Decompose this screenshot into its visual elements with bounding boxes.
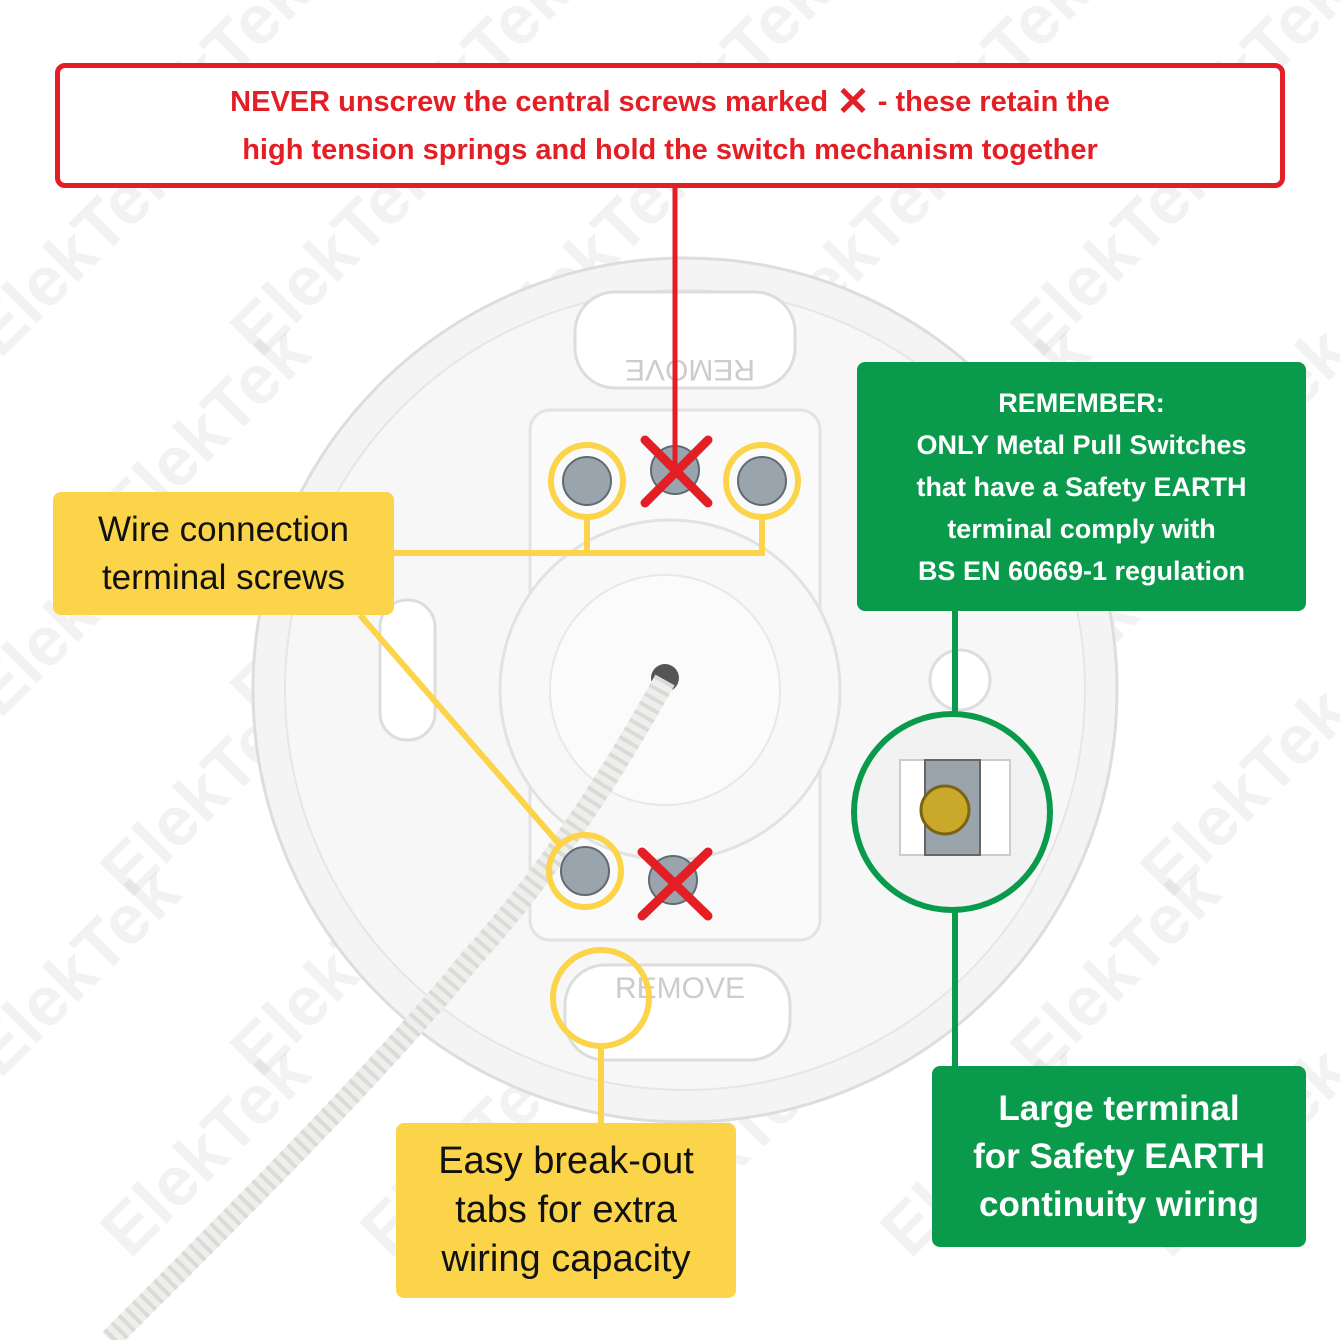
warning-banner: NEVER unscrew the central screws marked …	[55, 63, 1285, 188]
remember-note: REMEMBER: ONLY Metal Pull Switches that …	[857, 362, 1306, 611]
label-line: continuity wiring	[979, 1184, 1259, 1224]
label-line: BS EN 60669-1 regulation	[917, 555, 1246, 586]
embossed-remove-top: REMOVE	[625, 353, 755, 386]
earth-terminal-label: Large terminal for Safety EARTH continui…	[932, 1066, 1306, 1247]
x-mark-icon: ✕	[836, 79, 870, 124]
warning-text-1: NEVER unscrew the central screws marked	[230, 85, 829, 118]
break-out-tabs-label: Easy break-out tabs for extra wiring cap…	[396, 1123, 736, 1298]
label-line: Wire connection	[98, 509, 349, 549]
label-line: Easy break-out	[438, 1140, 694, 1182]
label-line: wiring capacity	[441, 1238, 691, 1280]
label-line: for Safety EARTH	[973, 1136, 1265, 1176]
do-not-unscrew-x-marks	[637, 435, 713, 921]
right-fixing-hole	[928, 648, 992, 712]
label-line: ONLY Metal Pull Switches	[916, 429, 1247, 460]
warning-text-2: - these retain the	[877, 85, 1110, 118]
bottom-break-out-tab	[563, 963, 792, 1062]
top-break-out-tab	[573, 290, 797, 390]
terminal-screws-label: Wire connection terminal screws	[53, 492, 394, 615]
label-line: terminal comply with	[947, 513, 1216, 544]
label-line: Large terminal	[998, 1088, 1240, 1128]
warning-text-3: high tension springs and hold the switch…	[242, 133, 1098, 166]
embossed-remove-bottom: REMOVE	[615, 972, 745, 1005]
label-line: that have a Safety EARTH	[916, 471, 1247, 502]
watermark-text: ElekTek	[0, 852, 194, 1091]
label-line: terminal screws	[101, 557, 346, 597]
earth-screw	[919, 784, 971, 836]
yellow-callout-lines	[357, 442, 801, 1123]
label-line: tabs for extra	[455, 1189, 677, 1231]
label-line: REMEMBER:	[998, 387, 1165, 418]
